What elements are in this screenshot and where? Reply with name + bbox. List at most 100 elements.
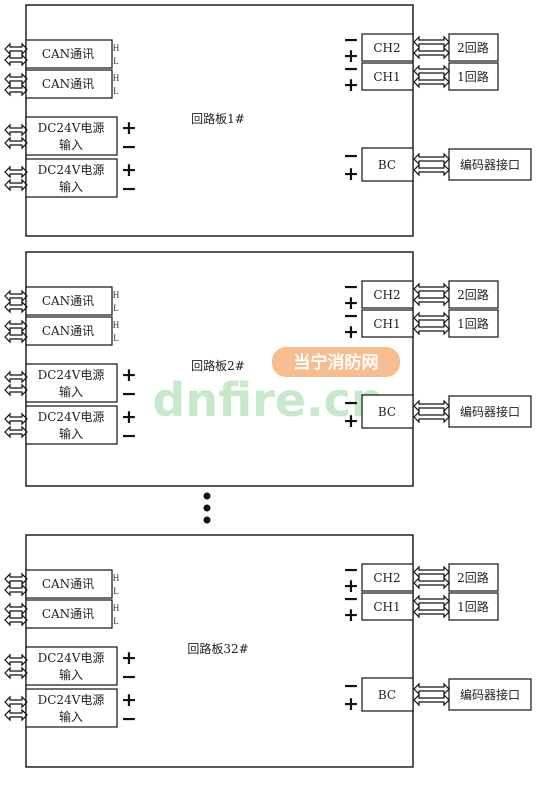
power-port-sublabel: 输入 [59,709,83,724]
can-port-box [25,599,113,629]
can-bus-arrow [4,300,28,314]
can-bus-arrow [4,613,28,627]
watermark-badge [272,347,400,377]
loop-target-box [448,33,499,62]
can-port-label: CAN通讯 [42,77,94,91]
bc-label: BC [378,405,396,419]
power-minus-sign: − [121,708,137,730]
channel-label: CH1 [373,70,400,84]
can-port-label: CAN通讯 [42,294,94,308]
watermark-brand: 当宁消防网 [294,352,379,373]
power-port-label: DC24V电源 [38,410,105,424]
power-wire-arrow [4,383,28,397]
can-bus-arrow [4,583,28,597]
power-wire-arrow [4,653,28,667]
power-wire-arrow [4,165,28,179]
power-wire-arrow [4,708,28,722]
can-port-label: CAN通讯 [42,324,94,338]
can-pin-h: H [113,320,120,330]
encoder-connector-arrow [413,693,450,707]
channel-label: CH1 [373,600,400,614]
channel-plus-sign: + [343,321,359,343]
power-port-box [25,646,118,686]
board-title: 回路板2# [191,358,245,373]
power-port-sublabel: 输入 [59,137,83,152]
bc-minus-sign: − [343,675,359,697]
channel-label: CH2 [373,571,400,585]
power-port-sublabel: 输入 [59,384,83,399]
power-plus-sign: + [121,159,137,181]
encoder-connector-arrow [413,399,450,413]
can-bus-arrow [4,319,28,333]
can-pin-h: H [113,573,120,583]
channel-label: CH2 [373,41,400,55]
bc-plus-sign: + [343,410,359,432]
loop-connector-arrow [413,311,450,325]
encoder-connector-arrow [413,410,450,424]
loop-target-label: 2回路 [457,570,489,585]
channel-box [361,563,414,592]
power-minus-sign: − [121,178,137,200]
can-pin-l: L [113,616,119,626]
board-title: 回路板32# [187,641,248,656]
ellipsis-dot [203,516,211,524]
bc-label: BC [378,688,396,702]
loop-target-box [448,280,499,309]
encoder-interface-box [448,148,532,181]
power-wire-arrow [4,136,28,150]
power-plus-sign: + [121,117,137,139]
watermark: 当宁消防网 dnfire.cn [152,347,400,427]
can-port-box [25,69,113,99]
board-title: 回路板1# [191,111,245,126]
channel-box [361,33,414,62]
can-pin-h: H [113,603,120,613]
loop-connector-arrow [413,46,450,60]
watermark-domain: dnfire.cn [152,373,383,427]
can-port-box [25,286,113,316]
bc-minus-sign: − [343,392,359,414]
can-port-label: CAN通讯 [42,607,94,621]
channel-label: CH2 [373,288,400,302]
channel-plus-sign: + [343,45,359,67]
power-port-label: DC24V电源 [38,368,105,382]
loop-target-label: 2回路 [457,287,489,302]
bc-plus-sign: + [343,163,359,185]
can-port-label: CAN通讯 [42,577,94,591]
continuation-dots [203,492,211,524]
power-plus-sign: + [121,364,137,386]
power-plus-sign: + [121,647,137,669]
channel-minus-sign: − [343,559,359,581]
can-bus-arrow [4,572,28,586]
loop-connector-arrow [413,576,450,590]
loop-target-label: 1回路 [457,69,489,84]
loop-target-label: 2回路 [457,40,489,55]
loop-connector-arrow [413,322,450,336]
bc-box [361,677,414,712]
can-bus-arrow [4,602,28,616]
power-port-label: DC24V电源 [38,163,105,177]
power-port-box [25,116,118,156]
encoder-interface-box [448,678,532,711]
loop-connector-arrow [413,594,450,608]
bc-label: BC [378,158,396,172]
power-port-label: DC24V电源 [38,651,105,665]
can-port-box [25,316,113,346]
loop-connector-arrow [413,282,450,296]
can-pin-l: L [113,333,119,343]
channel-minus-sign: − [343,58,359,80]
can-port-label: CAN通讯 [42,47,94,61]
can-port-box [25,569,113,599]
can-bus-arrow [4,83,28,97]
channel-label: CH1 [373,317,400,331]
power-minus-sign: − [121,136,137,158]
channel-plus-sign: + [343,292,359,314]
power-port-label: DC24V电源 [38,693,105,707]
bc-plus-sign: + [343,693,359,715]
loop-target-box [448,309,499,338]
channel-minus-sign: − [343,29,359,51]
power-port-sublabel: 输入 [59,426,83,441]
